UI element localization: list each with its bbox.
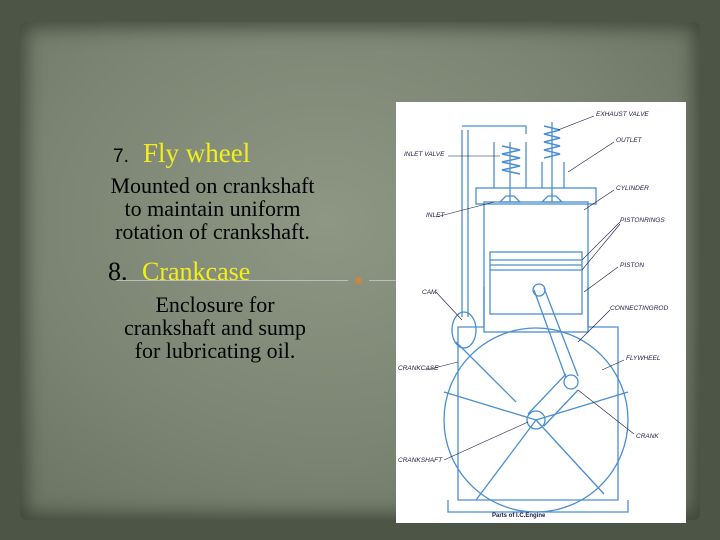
label-cylinder: CYLINDER [616,185,649,192]
outlet-passage [541,162,565,188]
item-7-title: Fly wheel [143,138,251,168]
inlet-passage [493,142,527,188]
rocker-arm [462,125,527,134]
cam-shape [451,311,477,349]
item-8-description-line: crankshaft and sump [123,315,307,340]
label-exhaust-valve: EXHAUST VALVE [596,111,649,118]
item-7-description-line: rotation of crankshaft. [115,219,310,244]
crankshaft-circle [526,410,546,430]
diagram-caption: Parts of I.C.Engine [492,513,546,519]
inlet-valve-spring [501,145,521,175]
engine-diagram-drawing: EXHAUST VALVE OUTLET INLET VALVE CYLINDE… [398,111,668,519]
divider-line-right [369,280,399,281]
item-8-number: 8. [108,257,128,286]
label-outlet: OUTLET [616,137,643,144]
cylinder-head [475,187,597,205]
crank-pin-circle [563,374,579,390]
item-8-description: Enclosure for crankshaft and sump for lu… [80,293,350,362]
exhaust-valve-spring [543,125,561,159]
exhaust-valve-head [540,195,564,203]
item-7-description-line: to maintain uniform [124,196,301,221]
label-connecting-rod: CONNECTINGROD [610,305,668,312]
label-crankcase: CRANKCASE [398,365,439,372]
item-7-description: Mounted on crankshaft to maintain unifor… [70,174,355,243]
label-cam: CAM [422,289,437,296]
label-flywheel: FLYWHEEL [626,355,661,362]
item-7-number: 7. [113,146,129,167]
label-inlet: INLET [426,212,445,219]
cylinder-outline [483,201,589,333]
item-7-description-line: Mounted on crankshaft [110,173,315,198]
divider-dot [355,277,362,284]
label-crankshaft: CRANKSHAFT [398,457,443,464]
label-crank: CRANK [636,433,659,440]
piston-outline [489,251,583,315]
item-8-title: Crankcase [142,257,251,286]
inlet-valve-head [498,195,522,203]
connecting-rod [533,287,579,379]
label-piston: PISTON [620,262,644,269]
crank-arm [527,373,579,427]
divider-line [116,280,348,281]
label-inlet-valve: INLET VALVE [404,151,445,158]
push-rod [461,130,469,317]
crankcase-base [447,500,629,513]
crankcase-outline [457,287,619,501]
gudgeon-pin [532,283,546,297]
label-piston-rings: PISTONRINGS [620,217,665,224]
item-8-description-line: Enclosure for [155,292,275,317]
engine-diagram: EXHAUST VALVE OUTLET INLET VALVE CYLINDE… [396,102,686,523]
item-8-description-line: for lubricating oil. [134,338,296,363]
